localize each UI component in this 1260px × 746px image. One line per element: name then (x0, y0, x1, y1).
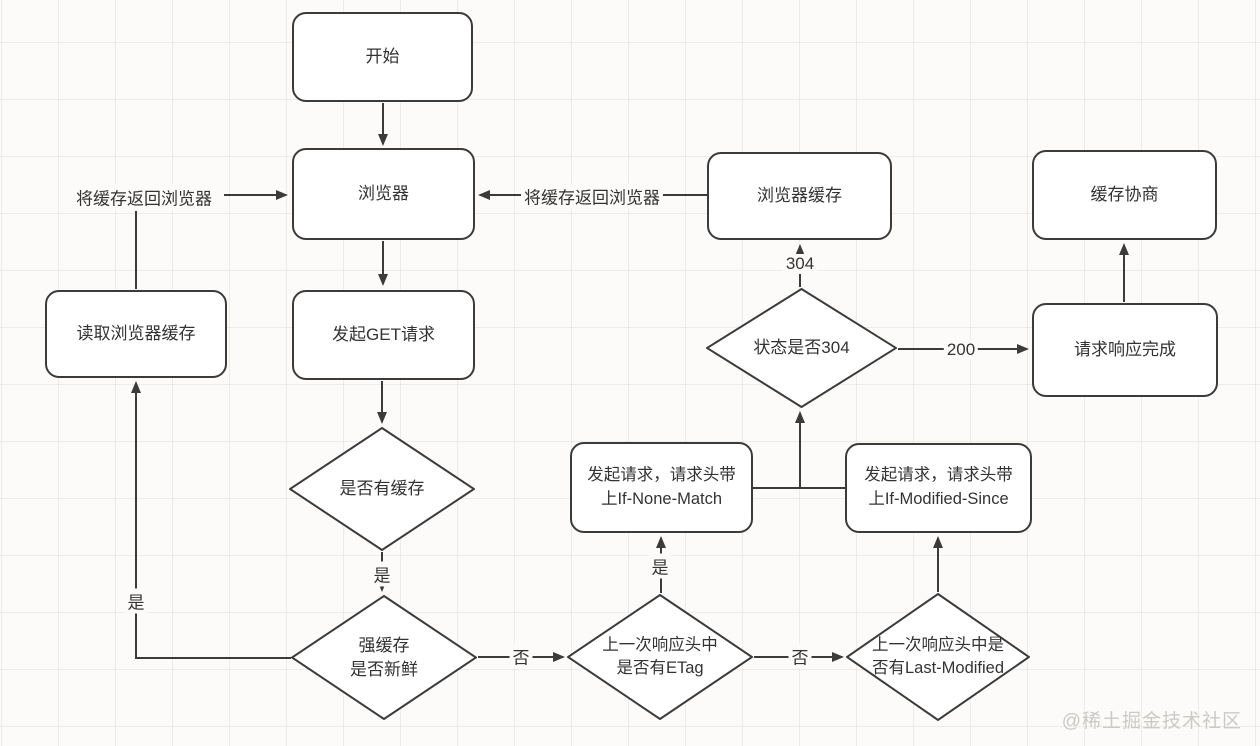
edge-label-yes-etag: 是 (648, 553, 672, 579)
edge-label-return-cache-right: 将缓存返回浏览器 (521, 183, 663, 209)
has-cache-decision: 是否有缓存 (289, 427, 475, 551)
edge-label-yes-strong-cache: 是 (124, 588, 148, 614)
strong-cache-fresh-decision: 强缓存 是否新鲜 (291, 595, 477, 720)
edge-label-return-cache-left: 将缓存返回浏览器 (73, 184, 215, 210)
get-request-node: 发起GET请求 (292, 290, 475, 380)
has-etag-decision: 上一次响应头中 是否有ETag (567, 594, 753, 720)
start-node: 开始 (292, 12, 473, 102)
edge-label-no-strong-cache: 否 (509, 643, 533, 669)
edge-label-304: 304 (782, 254, 818, 274)
read-browser-cache-node: 读取浏览器缓存 (45, 290, 227, 378)
diamond-shape (567, 594, 753, 720)
decision-label: 状态是否304 (753, 338, 850, 358)
decision-label: 强缓存 是否新鲜 (350, 635, 418, 679)
if-none-match-request-node: 发起请求，请求头带 上If-None-Match (570, 442, 753, 533)
decision-label: 上一次响应头中是 否有Last-Modified (871, 635, 1005, 677)
diamond-shape (291, 595, 477, 720)
has-last-modified-decision: 上一次响应头中是 否有Last-Modified (846, 593, 1030, 721)
edge-label-200: 200 (943, 340, 979, 360)
diamond-shape (289, 427, 475, 551)
browser-cache-node: 浏览器缓存 (707, 152, 892, 240)
diamond-shape (846, 593, 1030, 721)
watermark: @稀土掘金技术社区 (1061, 711, 1242, 732)
arrow-strong-cache-yes-to-read-cache (131, 381, 291, 659)
browser-node: 浏览器 (292, 148, 475, 240)
if-modified-since-request-node: 发起请求，请求头带 上If-Modified-Since (845, 443, 1032, 533)
edge-label-yes-has-cache: 是 (370, 561, 394, 587)
decision-label: 上一次响应头中 是否有ETag (602, 635, 718, 677)
diamond-shape (706, 288, 897, 408)
response-complete-node: 请求响应完成 (1032, 303, 1218, 397)
cache-negotiation-node: 缓存协商 (1032, 150, 1217, 240)
status-304-decision: 状态是否304 (706, 288, 897, 408)
edge-label-no-etag: 否 (788, 643, 812, 669)
decision-label: 是否有缓存 (339, 479, 425, 499)
